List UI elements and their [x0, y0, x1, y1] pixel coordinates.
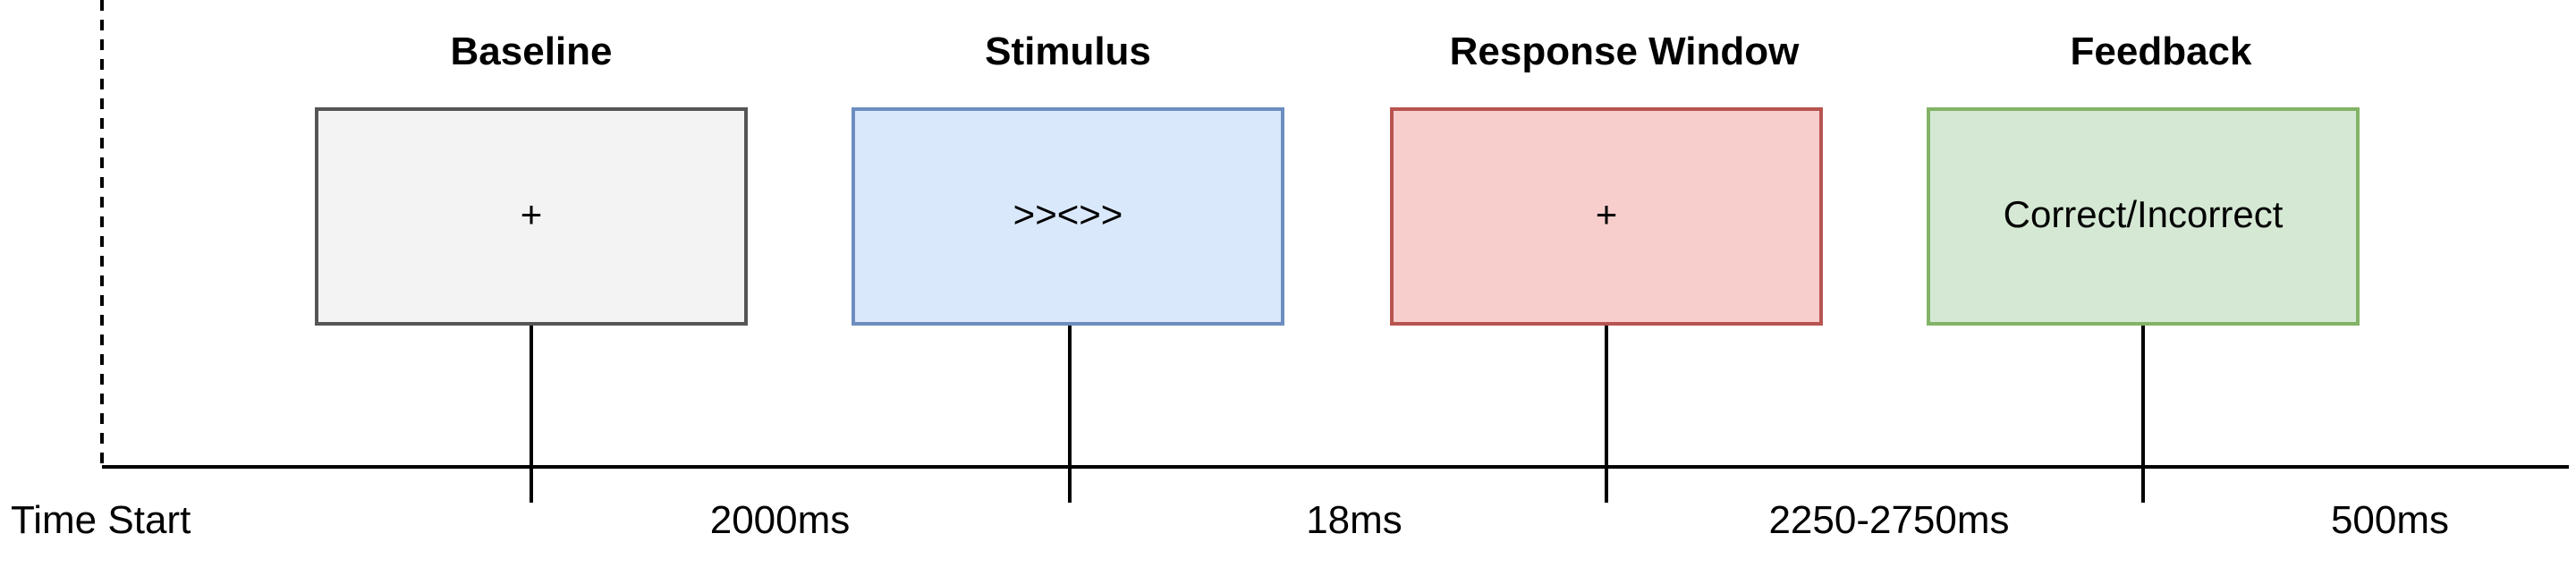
phase-content-feedback: Correct/Incorrect [2004, 193, 2284, 235]
phase-content-response-window: + [1596, 193, 1618, 235]
phase-box-response-window [1390, 107, 1823, 326]
duration-label-stimulus: 18ms [1306, 498, 1402, 542]
phase-title-stimulus: Stimulus [985, 30, 1151, 73]
phase-title-baseline: Baseline [451, 30, 613, 73]
phase-content-stimulus: >><>> [1013, 193, 1123, 235]
phase-box-baseline [315, 107, 748, 326]
phase-content-baseline: + [521, 193, 543, 235]
phase-title-response-window: Response Window [1450, 30, 1801, 73]
duration-label-feedback: 500ms [2331, 498, 2449, 542]
phase-box-feedback [1927, 107, 2360, 326]
duration-label-response-window: 2250-2750ms [1768, 498, 2009, 542]
phase-box-stimulus [852, 107, 1284, 326]
time-start-label: Time Start [11, 498, 191, 542]
duration-label-baseline: 2000ms [710, 498, 851, 542]
phase-title-feedback: Feedback [2071, 30, 2253, 73]
